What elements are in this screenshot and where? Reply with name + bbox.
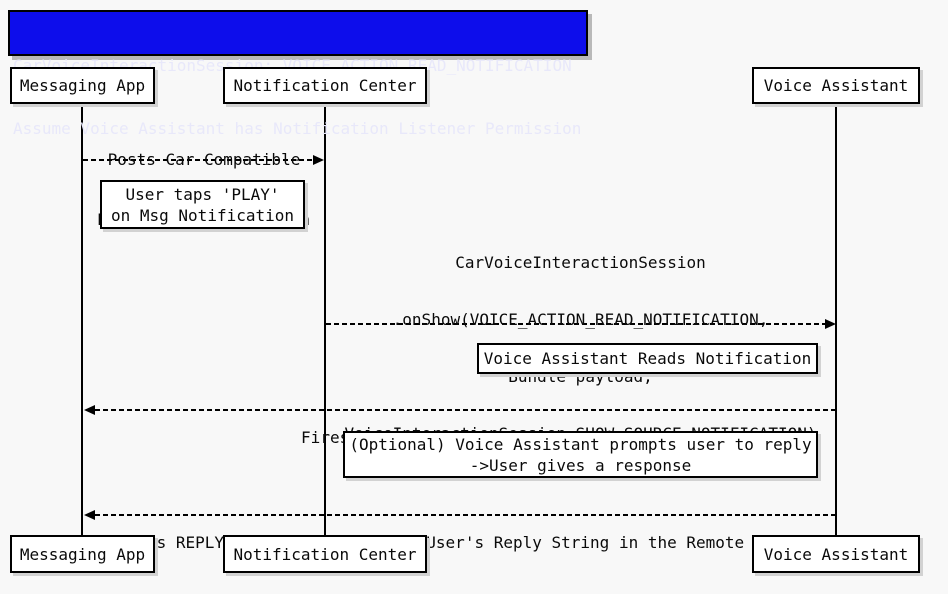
message-1-dashed-line xyxy=(83,159,313,161)
participant-label: Voice Assistant xyxy=(763,544,909,564)
lifeline-notification-center xyxy=(324,104,326,537)
note-user-taps-play: User taps 'PLAY' on Msg Notification xyxy=(100,180,305,229)
participant-label: Voice Assistant xyxy=(763,76,909,95)
message-4-label-line: Fires REPLY Pending Intent with User's R… xyxy=(118,533,802,552)
message-2-dashed-line xyxy=(326,323,825,325)
message-4-label: Fires REPLY Pending Intent with User's R… xyxy=(84,493,836,593)
lifeline-messaging-app xyxy=(81,104,83,537)
message-2-label-line: .onShow(VOICE_ACTION_READ_NOTIFICATION, xyxy=(392,310,769,329)
participant-bottom-voice-assistant: Voice Assistant xyxy=(752,535,920,573)
participant-top-notification-center: Notification Center xyxy=(223,67,427,104)
message-4-dashed-line xyxy=(95,514,835,516)
diagram-title: CarVoiceInteractionSession: VOICE_ACTION… xyxy=(8,10,588,138)
participant-bottom-messaging-app: Messaging App xyxy=(10,535,155,573)
note-line: User taps 'PLAY' xyxy=(125,184,280,204)
message-1-arrowhead-right-icon xyxy=(313,155,324,165)
message-2-arrowhead-right-icon xyxy=(825,319,836,329)
participant-bottom-notification-center: Notification Center xyxy=(223,535,427,573)
note-line: ->User gives a response xyxy=(469,455,692,475)
lifeline-voice-assistant xyxy=(835,104,837,537)
message-4-arrowhead-left-icon xyxy=(84,510,95,520)
diagram-title-line-2: Assume Voice Assistant has Notification … xyxy=(13,119,582,138)
message-2-label-line: CarVoiceInteractionSession xyxy=(455,253,706,272)
note-line: (Optional) Voice Assistant prompts user … xyxy=(349,434,812,454)
participant-label: Notification Center xyxy=(233,544,417,564)
note-line: Voice Assistant Reads Notification xyxy=(483,349,812,368)
note-line: on Msg Notification xyxy=(110,205,295,225)
participant-label: Messaging App xyxy=(19,76,146,95)
note-optional-prompt-reply: (Optional) Voice Assistant prompts user … xyxy=(343,431,818,478)
participant-top-messaging-app: Messaging App xyxy=(10,67,155,104)
message-1-label-line: Posts Car Compatible xyxy=(107,150,301,169)
participant-top-voice-assistant: Voice Assistant xyxy=(752,67,920,104)
message-3-dashed-line xyxy=(95,409,835,411)
message-3-arrowhead-left-icon xyxy=(84,405,95,415)
participant-label: Messaging App xyxy=(19,544,146,564)
note-voice-assistant-reads: Voice Assistant Reads Notification xyxy=(477,343,818,374)
participant-label: Notification Center xyxy=(233,76,417,95)
